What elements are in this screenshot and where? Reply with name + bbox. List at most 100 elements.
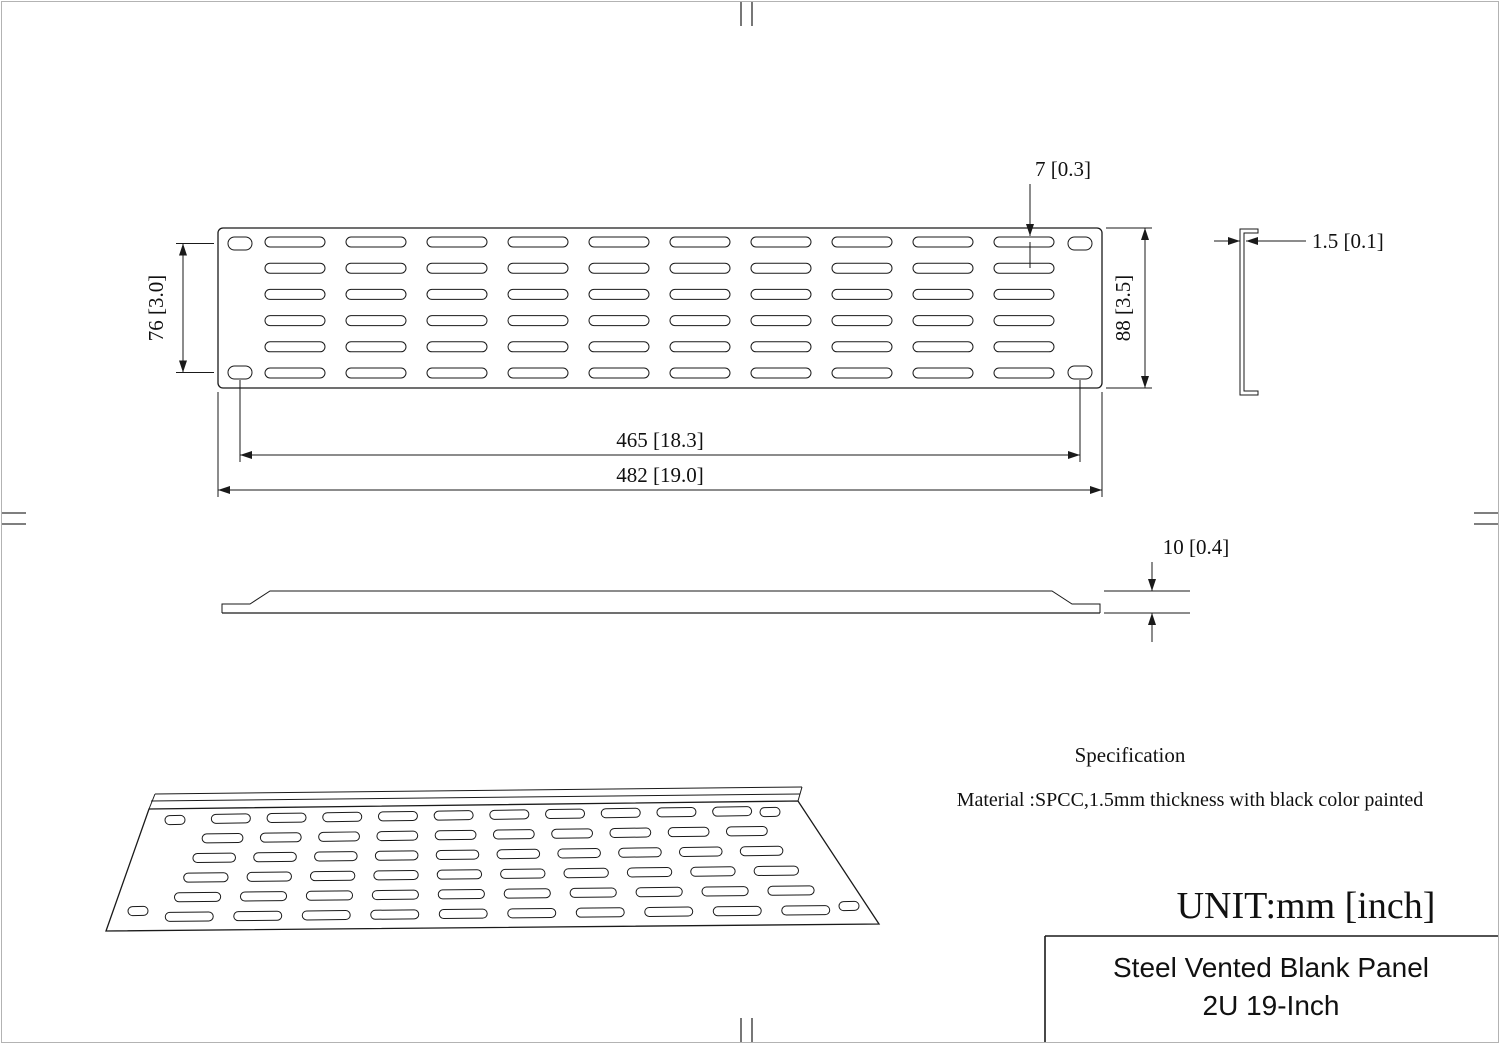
vent-slot xyxy=(426,288,488,300)
vent-slot xyxy=(753,865,799,876)
vent-slot xyxy=(588,367,650,379)
iso-mounting-hole-top-left xyxy=(164,814,186,826)
vent-slot xyxy=(489,809,530,820)
vent-slot xyxy=(569,887,617,898)
vent-slot xyxy=(609,827,652,838)
vent-slot xyxy=(371,889,419,901)
vent-slot xyxy=(831,367,893,379)
vent-slot xyxy=(831,288,893,300)
vent-slot xyxy=(264,236,326,248)
dim-hole-vspacing: 76 [3.0] xyxy=(144,243,214,373)
dim-hole-vspacing-label: 76 [3.0] xyxy=(144,275,168,342)
vent-slot xyxy=(503,888,551,899)
vent-slot xyxy=(712,905,762,917)
vent-slot xyxy=(831,262,893,274)
vent-slot xyxy=(314,851,358,862)
spec-heading: Specification xyxy=(1075,743,1186,767)
vent-slot xyxy=(993,367,1055,379)
front-view xyxy=(217,227,1103,389)
vent-slot xyxy=(750,341,812,353)
vent-slot xyxy=(192,852,236,864)
vent-slot xyxy=(309,870,356,882)
vent-slot xyxy=(912,341,974,353)
vent-slot xyxy=(507,315,569,327)
vent-slot xyxy=(656,806,697,818)
vent-slot xyxy=(301,910,351,921)
vent-slot xyxy=(626,867,673,878)
vent-slot xyxy=(376,830,419,842)
vent-slot xyxy=(259,832,302,843)
vent-slot xyxy=(500,868,546,879)
vent-slot xyxy=(266,812,307,824)
vent-slot xyxy=(750,236,812,248)
vent-slot xyxy=(345,236,407,248)
vent-slot xyxy=(246,871,292,882)
vent-slot xyxy=(373,870,419,881)
vent-slot xyxy=(588,288,650,300)
vent-slot xyxy=(507,907,557,919)
vent-slot xyxy=(264,341,326,353)
vent-slot xyxy=(305,890,354,901)
vent-slot xyxy=(669,315,731,327)
vent-slot xyxy=(912,315,974,327)
vent-slot xyxy=(557,848,601,859)
side-profile-view xyxy=(1239,228,1259,396)
vent-slot xyxy=(345,315,407,327)
mounting-hole-top-left xyxy=(227,236,253,251)
vent-slot xyxy=(618,847,662,858)
vent-slot xyxy=(767,885,815,896)
vent-slot xyxy=(507,236,569,248)
vent-slot xyxy=(690,866,736,877)
vent-slot xyxy=(588,236,650,248)
vent-slot xyxy=(264,315,326,327)
vent-slot xyxy=(507,262,569,274)
dim-hole-hspacing-label: 465 [18.3] xyxy=(616,428,704,452)
vent-slot xyxy=(201,832,244,844)
vent-slot xyxy=(831,236,893,248)
vent-slot xyxy=(173,891,222,903)
vent-slot xyxy=(669,288,731,300)
vent-slot xyxy=(669,367,731,379)
vent-slot xyxy=(912,262,974,274)
vent-slot xyxy=(433,810,474,821)
vent-slot xyxy=(345,367,407,379)
iso-flange-end xyxy=(797,786,803,802)
mounting-hole-bottom-left xyxy=(227,365,253,380)
iso-mounting-hole-top-right xyxy=(759,806,781,818)
vent-slot xyxy=(678,846,723,857)
vent-slot xyxy=(644,906,694,917)
iso-mounting-hole-bottom-right xyxy=(838,900,860,912)
vent-slot xyxy=(588,262,650,274)
vent-slot xyxy=(750,288,812,300)
vent-slot xyxy=(239,891,288,902)
dim-overall-height: 88 [3.5] xyxy=(1106,227,1152,389)
vent-slot xyxy=(563,867,609,879)
mounting-hole-bottom-right xyxy=(1067,365,1093,380)
unit-label: UNIT:mm [inch] xyxy=(1177,885,1436,927)
vent-slot xyxy=(750,262,812,274)
vent-slot xyxy=(183,872,229,883)
vent-slot xyxy=(210,813,251,824)
vent-slot xyxy=(438,908,488,920)
material-note: Material :SPCC,1.5mm thickness with blac… xyxy=(957,789,1424,811)
vent-slot xyxy=(436,869,483,880)
vent-slot xyxy=(669,341,731,353)
vent-slot xyxy=(712,806,753,817)
vent-slot xyxy=(993,262,1055,274)
vent-slot xyxy=(377,810,418,822)
vent-slot xyxy=(831,341,893,353)
vent-slot xyxy=(669,262,731,274)
vent-slot xyxy=(318,831,360,842)
dim-material-thickness-label: 1.5 [0.1] xyxy=(1312,229,1384,253)
vent-slot xyxy=(426,367,488,379)
vent-slot xyxy=(551,828,593,839)
vent-slot xyxy=(575,907,625,918)
vent-slot xyxy=(492,829,535,840)
vent-slot xyxy=(426,341,488,353)
vent-slot xyxy=(993,288,1055,300)
title-block: Steel Vented Blank Panel 2U 19-Inch xyxy=(1044,935,1498,1042)
isometric-view xyxy=(105,786,881,932)
vent-slot xyxy=(233,910,283,922)
